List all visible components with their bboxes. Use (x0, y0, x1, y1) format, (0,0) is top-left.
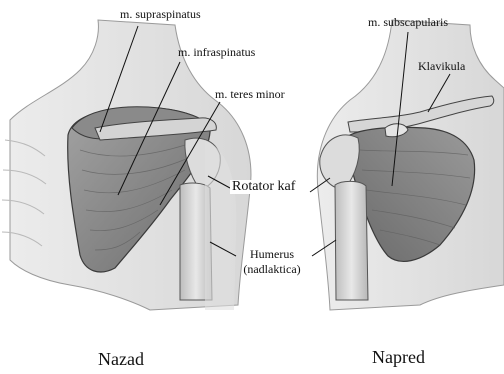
label-supraspinatus: m. supraspinatus (120, 8, 201, 20)
label-infraspinatus: m. infraspinatus (178, 46, 255, 58)
posterior-view (2, 20, 251, 310)
caption-back-view: Nazad (98, 350, 144, 368)
label-humerus-line1: Humerus (232, 248, 312, 260)
label-rotator-kaf: Rotator kaf (230, 180, 297, 194)
label-klavikula: Klavikula (418, 60, 465, 72)
label-subscapularis: m. subscapularis (368, 16, 448, 28)
label-humerus: Humerus (nadlaktica) (232, 248, 312, 275)
anterior-humerus (335, 181, 368, 300)
anterior-view (317, 20, 504, 310)
label-humerus-line2: (nadlaktica) (232, 263, 312, 275)
caption-front-view: Napred (372, 348, 425, 366)
label-teres-minor: m. teres minor (215, 88, 285, 100)
